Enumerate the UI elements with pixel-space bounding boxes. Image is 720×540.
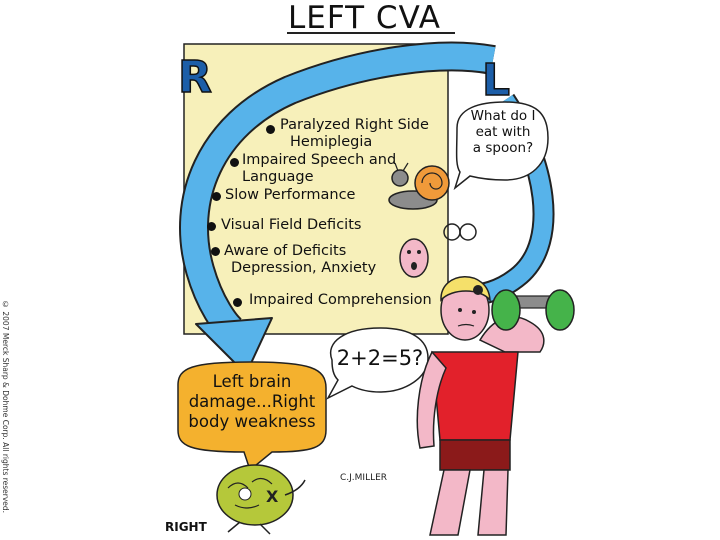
artist-signature: C.J.MILLER xyxy=(340,473,388,483)
copyright-notice: © 2007 Merck Sharp & Dohme Corp. All rig… xyxy=(1,300,10,514)
deficit-item-4: Visual Field Deficits xyxy=(221,217,362,233)
page-title: LEFT CVA xyxy=(288,0,442,36)
brain-character-icon: X xyxy=(216,464,306,535)
svg-text:X: X xyxy=(266,487,279,506)
math-bubble-text: 2+2=5? xyxy=(336,346,424,370)
spoon-speech-bubble xyxy=(453,101,549,191)
deficit-item-6: Impaired Comprehension xyxy=(249,292,432,308)
confused-face-icon xyxy=(399,223,477,278)
right-label: RIGHT xyxy=(165,520,207,534)
bullet-icon xyxy=(230,158,239,167)
left-side-label: L xyxy=(481,54,511,107)
bullet-icon xyxy=(211,247,220,256)
deficit-item-3: Slow Performance xyxy=(225,187,356,203)
caption-speech-bubble xyxy=(177,361,327,472)
spoon-bubble-text: What do I eat with a spoon? xyxy=(470,108,536,156)
strong-man-icon xyxy=(416,276,575,536)
caption-bubble-text: Left brain damage...Right body weakness xyxy=(188,372,316,431)
bullet-icon xyxy=(266,125,275,134)
bullet-icon xyxy=(212,192,221,201)
right-side-label: R xyxy=(177,51,212,104)
math-speech-bubble xyxy=(326,327,429,400)
snail-icon xyxy=(388,162,450,210)
title-underline xyxy=(287,32,455,34)
arrowhead-icon xyxy=(195,317,273,375)
bullet-icon xyxy=(233,298,242,307)
bullet-icon xyxy=(207,222,216,231)
